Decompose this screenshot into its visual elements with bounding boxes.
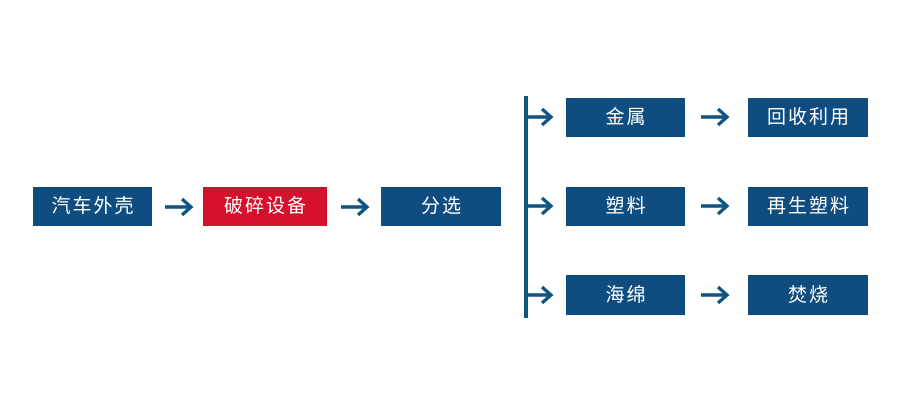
outcome-arrow-sponge-icon bbox=[701, 285, 730, 305]
branch-arrow-plastic-icon bbox=[526, 196, 554, 216]
chain-arrow-1-icon bbox=[165, 197, 194, 217]
node-crusher-label: 破碎设备 bbox=[223, 195, 308, 217]
node-recycle-reuse[interactable]: 回收利用 bbox=[748, 98, 868, 137]
chain-arrow-2-icon bbox=[341, 197, 370, 217]
node-incineration[interactable]: 焚烧 bbox=[748, 275, 868, 315]
node-metal-label: 金属 bbox=[605, 106, 648, 128]
node-sorting-label: 分选 bbox=[420, 195, 463, 217]
node-crusher[interactable]: 破碎设备 bbox=[203, 187, 327, 226]
node-car-shell-label: 汽车外壳 bbox=[51, 195, 136, 217]
branch-arrow-metal-icon bbox=[526, 107, 554, 127]
node-regenerated-plastic[interactable]: 再生塑料 bbox=[748, 187, 868, 226]
node-incineration-label: 焚烧 bbox=[787, 283, 830, 306]
node-sponge-label: 海绵 bbox=[605, 283, 648, 306]
branch-arrow-sponge-icon bbox=[526, 285, 554, 305]
node-recycle-reuse-label: 回收利用 bbox=[766, 106, 851, 128]
node-sorting[interactable]: 分选 bbox=[381, 187, 501, 226]
node-car-shell[interactable]: 汽车外壳 bbox=[33, 187, 152, 226]
node-regenerated-plastic-label: 再生塑料 bbox=[766, 195, 851, 217]
node-plastic-label: 塑料 bbox=[605, 195, 648, 217]
outcome-arrow-metal-icon bbox=[701, 107, 730, 127]
node-plastic[interactable]: 塑料 bbox=[566, 187, 685, 226]
node-sponge[interactable]: 海绵 bbox=[566, 275, 685, 315]
outcome-arrow-plastic-icon bbox=[701, 196, 730, 216]
node-metal[interactable]: 金属 bbox=[566, 98, 685, 137]
